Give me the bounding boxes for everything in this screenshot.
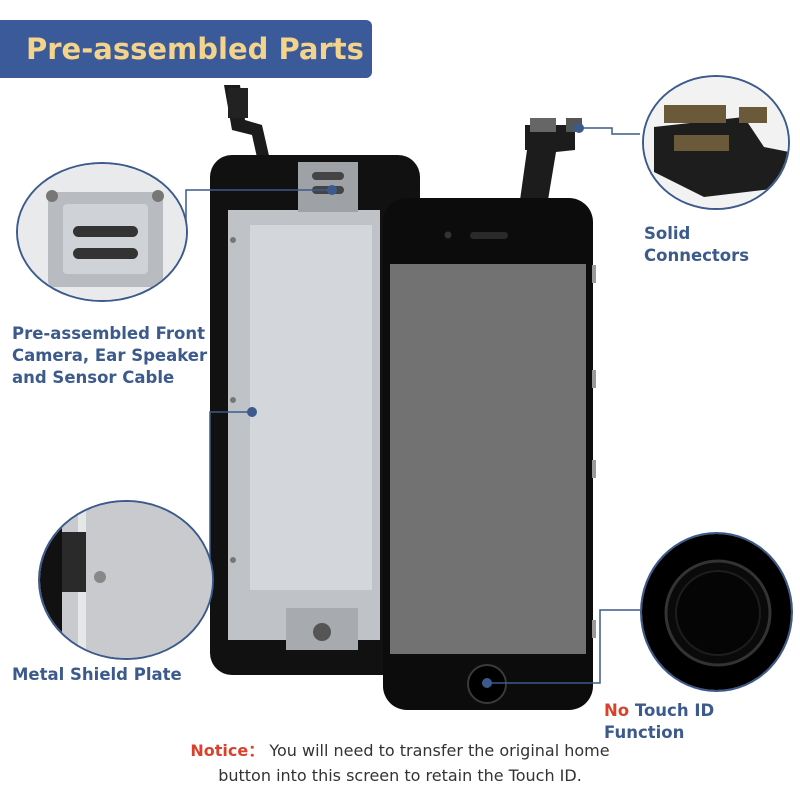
front-camera-line-1: Pre-assembled Front bbox=[12, 324, 205, 343]
notice: Notice： You will need to transfer the or… bbox=[0, 738, 800, 788]
front-camera-label: Pre-assembled Front Camera, Ear Speaker … bbox=[12, 323, 232, 389]
connectors-label: Solid Connectors bbox=[644, 223, 800, 267]
title-banner: Pre-assembled Parts bbox=[0, 20, 372, 78]
ear-speaker-zoom bbox=[16, 162, 188, 302]
connector-icon bbox=[644, 77, 788, 208]
shield-plate-icon bbox=[40, 502, 212, 658]
touch-id-label: No Touch ID Function bbox=[604, 700, 800, 744]
shield-label: Metal Shield Plate bbox=[12, 664, 212, 686]
leader-dots bbox=[247, 123, 584, 688]
connectors-text: Solid Connectors bbox=[644, 224, 750, 265]
rear-assembly bbox=[210, 85, 420, 675]
front-camera-line-2: Camera, Ear Speaker bbox=[12, 346, 208, 365]
ear-speaker-bracket-icon bbox=[18, 164, 186, 300]
front-display bbox=[383, 118, 596, 710]
home-button-icon bbox=[642, 534, 791, 690]
notice-line-1-text: You will need to transfer the original h… bbox=[264, 741, 610, 760]
home-button-zoom bbox=[640, 532, 793, 692]
touch-id-prefix: No bbox=[604, 701, 630, 720]
touch-id-rest: Touch ID Function bbox=[604, 701, 715, 742]
banner-title: Pre-assembled Parts bbox=[26, 32, 364, 66]
shield-text: Metal Shield Plate bbox=[12, 665, 182, 684]
front-camera-line-3: and Sensor Cable bbox=[12, 368, 175, 387]
notice-line-2: button into this screen to retain the To… bbox=[218, 766, 582, 785]
notice-prefix: Notice： bbox=[190, 741, 265, 760]
notice-line-1: Notice： You will need to transfer the or… bbox=[0, 738, 800, 763]
shield-zoom bbox=[38, 500, 214, 660]
connectors-zoom bbox=[642, 75, 790, 210]
